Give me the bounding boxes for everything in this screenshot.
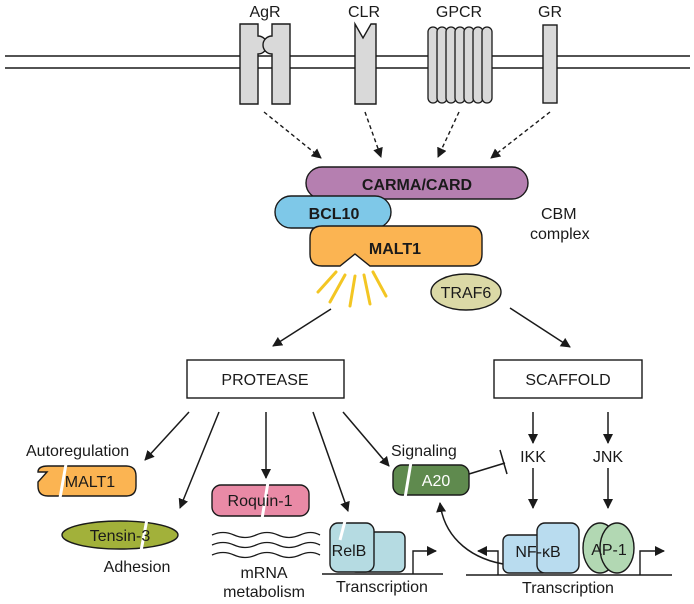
- gpcr-label: GPCR: [436, 4, 482, 21]
- mrna-label-line2: metabolism: [223, 584, 305, 601]
- malt1-substrate-label: MALT1: [65, 474, 115, 491]
- receptor-arrows: [263, 111, 551, 159]
- carma-card-protein: [305, 166, 529, 200]
- roquin-1-protein: [211, 484, 310, 517]
- transcription-right-label: Transcription: [522, 580, 614, 597]
- scaffold-box: [493, 359, 643, 399]
- relb-label: RelB: [332, 543, 367, 560]
- carma-card-label: CARMA/CARD: [362, 177, 472, 194]
- malt1-cleavage-mark: [58, 463, 68, 499]
- traf6-protein: [430, 273, 502, 311]
- tensin-cleavage-mark: [139, 518, 149, 552]
- agr-receptor-icon: [239, 23, 291, 105]
- bcl10-label: BCL10: [309, 206, 360, 223]
- gr-receptor-icon: [542, 24, 558, 104]
- mrna-label-line1: mRNA: [240, 565, 287, 582]
- malt1-protein: [309, 225, 483, 267]
- transcription-left-label: Transcription: [336, 579, 428, 596]
- scaffold-label: SCAFFOLD: [525, 372, 610, 389]
- nfkb-label: NF-κB: [515, 544, 560, 561]
- promoter-right-forward-arrow: [639, 546, 665, 575]
- clr-label: CLR: [348, 4, 380, 21]
- cbm-complex-label-line2: complex: [530, 226, 590, 243]
- ap1-label: AP-1: [591, 542, 627, 559]
- a20-cleavage-mark: [403, 461, 413, 499]
- substrate-arrows: [144, 411, 390, 512]
- cbm-complex-label-line1: CBM: [541, 206, 577, 223]
- nfkb-protein: [502, 522, 580, 574]
- a20-label: A20: [422, 473, 451, 490]
- traf6-label: TRAF6: [441, 285, 492, 302]
- gpcr-receptor-icon: [427, 26, 493, 104]
- ikk-label: IKK: [520, 449, 546, 466]
- agr-label: AgR: [249, 4, 280, 21]
- signaling-label: Signaling: [391, 443, 457, 460]
- protease-label: PROTEASE: [221, 372, 308, 389]
- adhesion-label: Adhesion: [104, 559, 171, 576]
- scaffold-arrows: [528, 412, 613, 509]
- jnk-label: JNK: [593, 449, 624, 466]
- a20-inhibition: [468, 449, 508, 475]
- gr-label: GR: [538, 4, 562, 21]
- malt1-label: MALT1: [369, 241, 421, 258]
- protease-box: [186, 359, 345, 399]
- autoregulation-label: Autoregulation: [26, 443, 129, 460]
- ap1-protein: [582, 522, 635, 574]
- promoter-right-reverse-arrow: [477, 546, 499, 575]
- protease-activity-rays: [316, 270, 388, 308]
- roquin-cleavage-mark: [260, 481, 270, 520]
- roquin-1-label: Roquin-1: [228, 493, 293, 510]
- relb-cleavage-mark: [338, 520, 347, 541]
- a20-protein: [392, 464, 470, 496]
- mrna-strands-icon: [211, 531, 321, 559]
- tensin-3-protein: [61, 520, 179, 550]
- clr-receptor-icon: [354, 21, 377, 105]
- cell-membrane: [5, 55, 690, 69]
- promoter-left-arrow: [412, 546, 437, 574]
- mode-arrows: [272, 307, 571, 348]
- tensin-3-label: Tensin-3: [90, 528, 151, 545]
